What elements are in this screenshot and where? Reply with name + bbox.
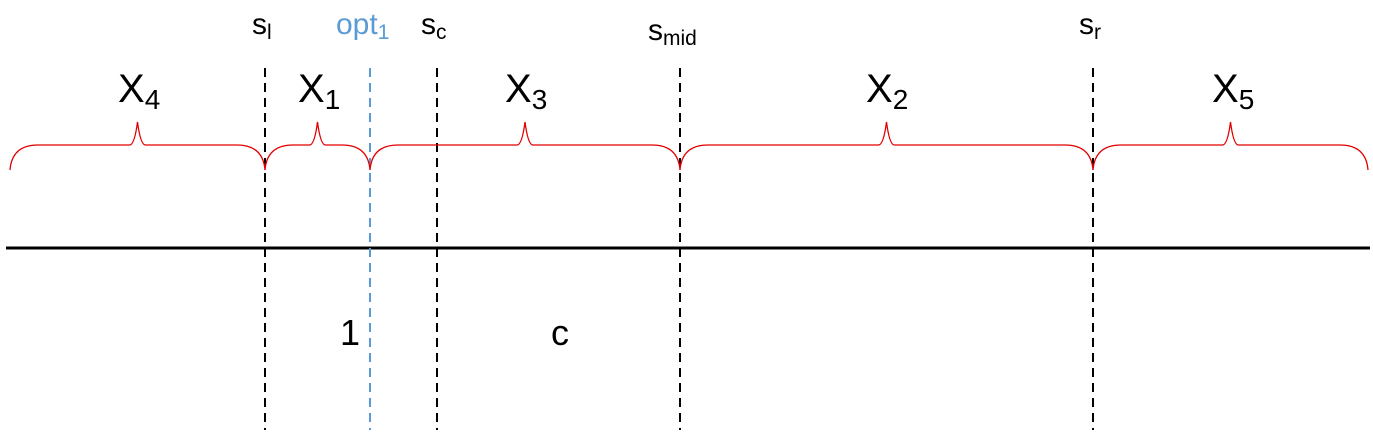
interval-label-X1-base: X [298, 67, 325, 111]
boundary-label-opt1: opt1 [336, 8, 389, 44]
interval-label-X4: X4 [118, 67, 160, 115]
interval-label-X5-sub: 5 [1239, 84, 1255, 115]
interval-label-X5: X5 [1212, 67, 1254, 115]
boundary-label-s_c-base: s [421, 8, 436, 41]
boundary-label-s_l: sl [252, 8, 272, 44]
boundary-label-s_l-sub: l [267, 21, 272, 44]
interval-label-X4-base: X [118, 67, 145, 111]
boundary-label-s_mid-base: s [648, 14, 663, 47]
interval-label-X1-sub: 1 [325, 84, 341, 115]
bottom-label-c: c [551, 312, 569, 353]
boundary-label-s_r-sub: r [1094, 21, 1101, 44]
boundary-label-s_c: sc [421, 8, 447, 44]
brace-X1 [264, 121, 371, 171]
interval-label-X3: X3 [505, 67, 547, 115]
bottom-label-one: 1 [340, 312, 360, 353]
interval-label-X1: X1 [298, 67, 340, 115]
boundary-label-s_mid-sub: mid [663, 27, 697, 50]
interval-label-X2: X2 [866, 67, 908, 115]
boundary-label-opt1-base: opt [336, 8, 378, 41]
brace-X4 [9, 121, 266, 171]
boundary-label-s_c-sub: c [436, 21, 447, 44]
interval-label-X2-base: X [866, 67, 893, 111]
interval-label-X3-sub: 3 [532, 84, 548, 115]
brace-X3 [369, 121, 681, 171]
boundary-label-s_l-base: s [252, 8, 267, 41]
interval-label-X5-base: X [1212, 67, 1239, 111]
brace-X2 [679, 121, 1094, 171]
interval-label-X2-sub: 2 [893, 84, 909, 115]
interval-label-X3-base: X [505, 67, 532, 111]
boundary-label-s_r-base: s [1079, 8, 1094, 41]
interval-label-X4-sub: 4 [145, 84, 161, 115]
brace-X5 [1092, 121, 1369, 171]
boundary-label-opt1-sub: 1 [378, 21, 390, 44]
boundary-label-s_r: sr [1079, 8, 1101, 44]
boundary-label-s_mid: smid [648, 14, 697, 50]
